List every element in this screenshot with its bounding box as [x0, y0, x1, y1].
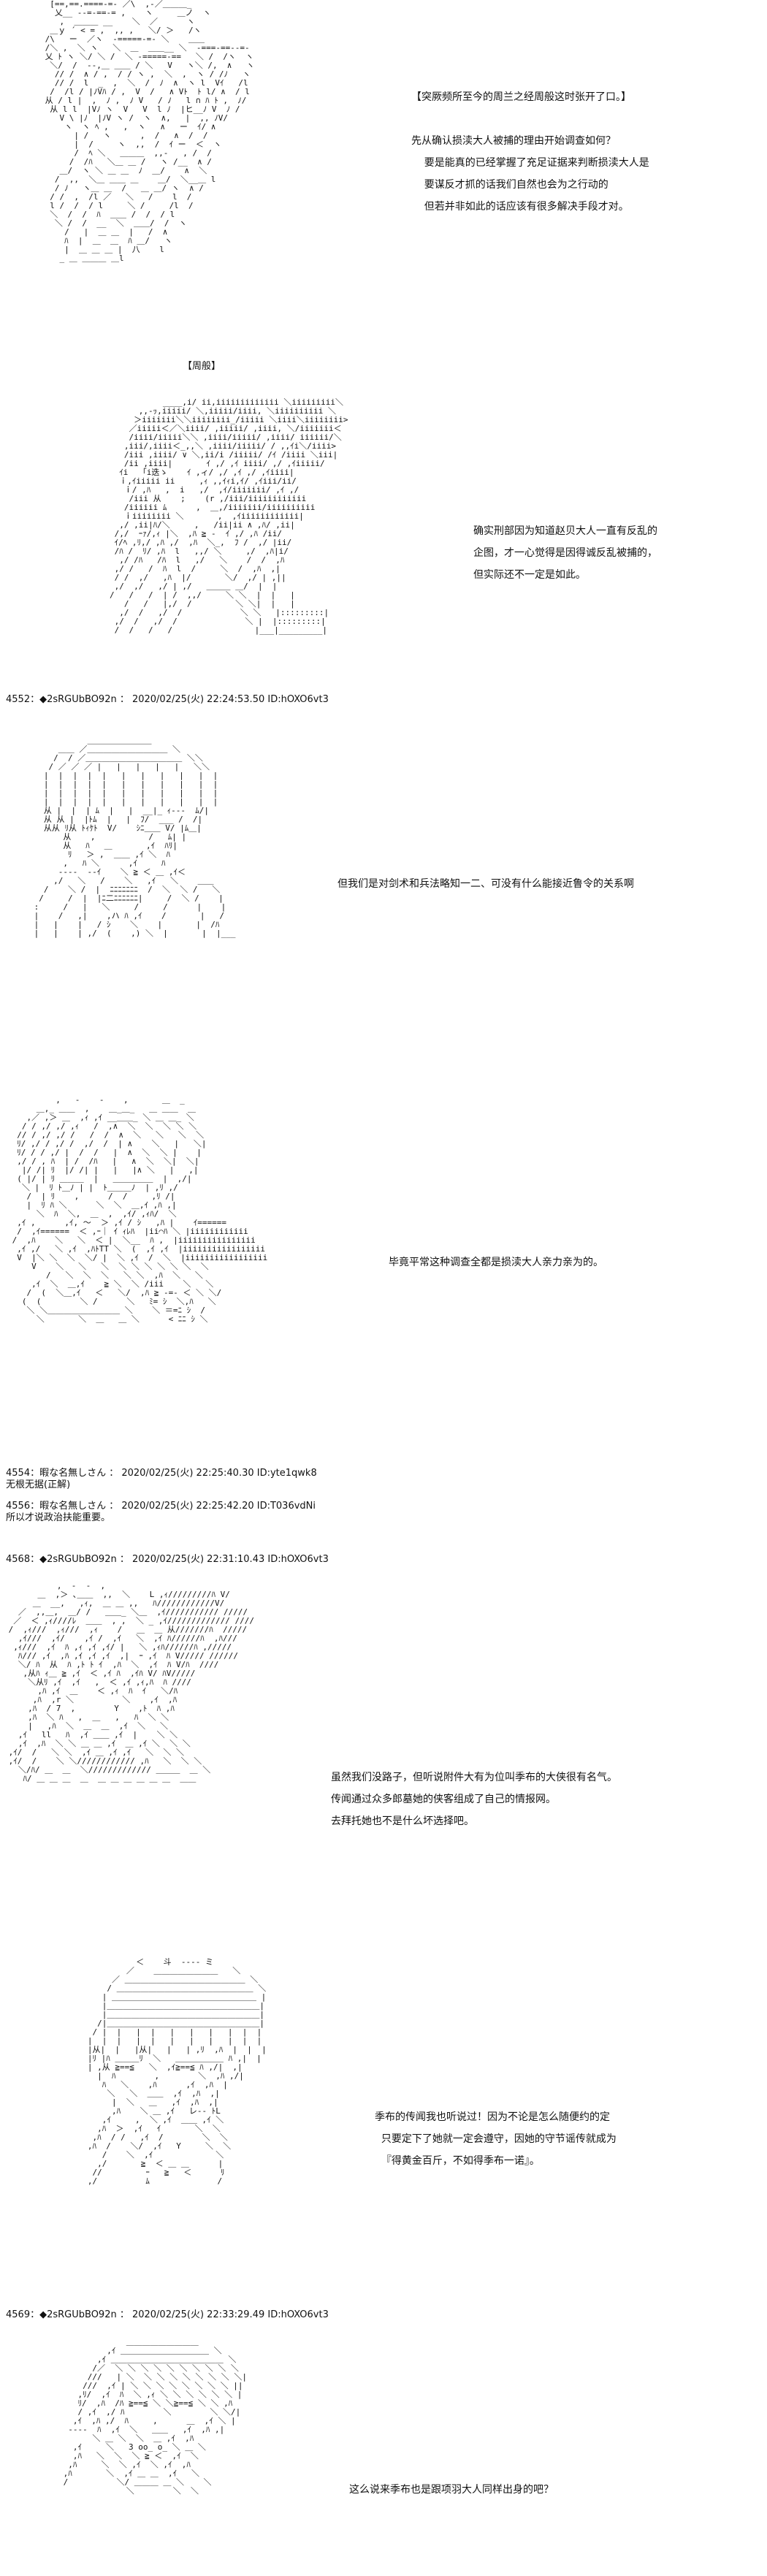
dialogue-panel-4: 毕竟平常这种调查全都是损渎大人亲力亲为的。	[389, 1257, 603, 1268]
post-header-4554: 4554：暇な名無しさん ： 2020/02/25(火) 22:25:40.30…	[6, 1468, 317, 1479]
character-caption: 【周般】	[183, 361, 221, 372]
dialogue-panel-1: 【突厥频所至今的周兰之经周般这时张开了口。】 先从确认损渎大人被捕的理由开始调查…	[411, 91, 649, 213]
ascii-art-panel-4: , - - , ＿ _ ＿,_ ＿＿ , ＿_＿_ ＿ ＿＿ ＿ ,／ ,＞ ＿…	[12, 1096, 268, 1324]
post-body-4556: 所以才说政治扶能重要。	[6, 1512, 111, 1523]
post-header-4569: 4569：◆2sRGUbBO92n ： 2020/02/25(火) 22:33:…	[6, 2309, 329, 2320]
ascii-art-zhouban: [==,==.====-=- ／\ ,-／＿＿＿_ 乂__ --=-==-= ,…	[45, 0, 255, 263]
ascii-art-post-4568: , - - , ＿ ,＞ ､＿＿ ,, ＼ L ,ｨ/////////ﾊ V/ …	[8, 1582, 255, 1783]
ascii-art-panel-6: ＜ 斗 ---- ミ ／ ＿＿＿＿＿＿＿＿ ＼ ／ ＿＿＿＿＿＿＿＿＿＿＿＿＿＿…	[87, 1958, 267, 2186]
dialogue-panel-6: 季布的传闻我也听说过！因为不论是怎么随便约的定 只要定下了她就一定会遵守，因她的…	[375, 2111, 617, 2167]
dialogue-post-4552: 但我们是对剑术和兵法略知一二、可没有什么能接近鲁令的关系啊	[337, 878, 634, 890]
ascii-art-zhao: ____,i/ ii,iiiiiiiiiiiii ＼iiiiiiiii＼ ,,-…	[110, 398, 348, 635]
post-header-4556: 4556：暇な名無しさん ： 2020/02/25(火) 22:25:42.20…	[6, 1501, 316, 1512]
post-header-4568: 4568：◆2sRGUbBO92n ： 2020/02/25(火) 22:31:…	[6, 1554, 329, 1565]
post-body-4554: 无根无据(正解)	[6, 1479, 71, 1490]
dialogue-post-4569: 这么说来季布也是跟项羽大人同样出身的吧？	[349, 2484, 554, 2496]
post-header-4552: 4552：◆2sRGUbBO92n ： 2020/02/25(火) 22:24:…	[6, 694, 329, 705]
dialogue-post-4568: 虽然我们没路子，但听说附件大有为位叫季布的大侠很有名气。 传闻通过众多郎墓她的侠…	[331, 1772, 617, 1827]
dialogue-panel-2: 确实刑部因为知道赵贝大人一直有反乱的 企图，才一心觉得是因得诚反乱被捕的， 但实…	[473, 525, 657, 581]
ascii-art-post-4552: ＿＿＿＿＿＿＿＿ ＿＿ ／＿＿＿＿＿＿＿＿＿＿ ＼ / / ／＿＿＿＿＿＿＿＿＿…	[34, 736, 236, 938]
ascii-art-post-4569: ＿＿＿＿＿＿＿＿＿ ,ｲ ＿＿＿＿＿＿＿＿＿＿＿ ＼ ,ｲ ＿＿＿＿＿＿＿＿＿＿…	[63, 2338, 247, 2496]
